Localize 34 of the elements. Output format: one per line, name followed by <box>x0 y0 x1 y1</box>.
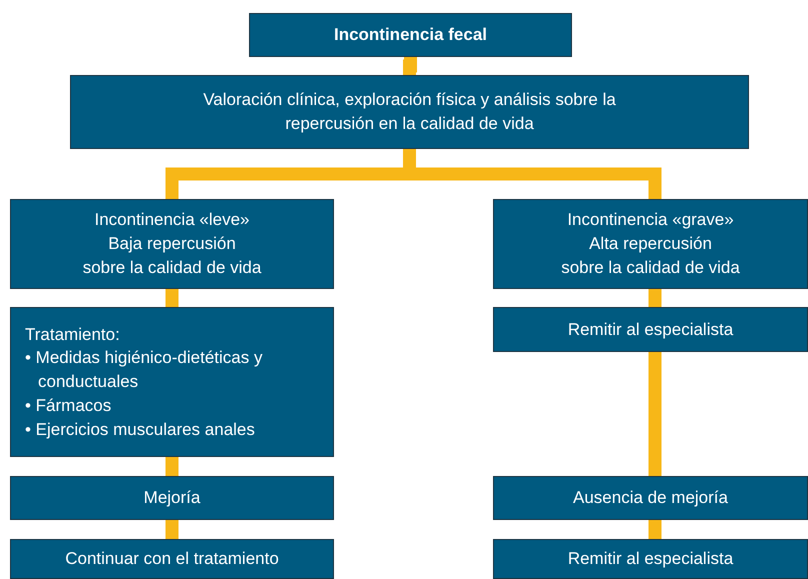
box-text: Incontinencia «leve» <box>94 209 250 232</box>
box-text: Alta repercusión <box>589 233 712 256</box>
box-text: Incontinencia «grave» <box>567 209 734 232</box>
box-text: Continuar con el tratamiento <box>65 548 279 570</box>
process-box <box>493 307 808 352</box>
connector-line <box>403 57 417 75</box>
box-text: sobre la calidad de vida <box>82 256 262 279</box>
process-box <box>10 476 334 520</box>
process-box <box>493 476 808 520</box>
box-text: Baja repercusión <box>108 233 236 256</box>
bullet-item: • Fármacos <box>25 394 112 417</box>
box-text: Remitir al especialista <box>568 548 734 570</box>
connector-line <box>648 352 662 476</box>
connector-line <box>648 289 662 307</box>
bullet-item: • Ejercicios musculares anales <box>25 418 256 441</box>
box-text: sobre la calidad de vida <box>561 256 740 279</box>
connector-line <box>648 520 662 539</box>
box-text: Ausencia de mejoría <box>573 487 728 510</box>
process-box <box>10 539 334 579</box>
process-box <box>10 307 334 457</box>
bullet-item: • Medidas higiénico-dietéticas y conductuales <box>25 347 264 394</box>
process-box <box>70 75 749 149</box>
box-text: Valoración clínica, exploración física y análisis sobre la repercusión en la calidad de vida <box>202 89 617 135</box>
box-text: Incontinencia fecal <box>334 24 488 46</box>
connector-line <box>166 289 178 307</box>
box-text: Mejoría <box>144 487 200 510</box>
process-box <box>10 199 334 289</box>
process-box <box>249 13 572 57</box>
heading-text: Tratamiento: <box>25 324 120 346</box>
connector-line <box>166 457 178 476</box>
process-box <box>493 539 808 579</box>
box-text: Remitir al especialista <box>568 318 734 341</box>
process-box <box>493 199 808 289</box>
connector-line <box>166 520 178 539</box>
